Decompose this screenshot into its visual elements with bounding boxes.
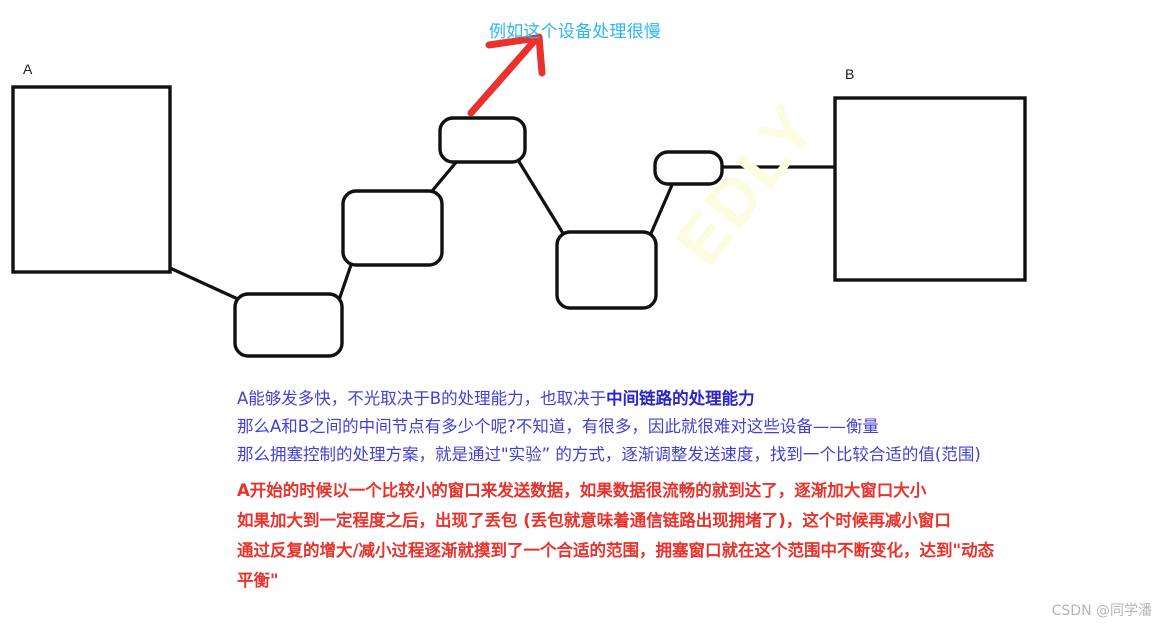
link-node4-node5 <box>647 183 674 240</box>
endpoint-b-label: B <box>845 66 855 82</box>
csdn-watermark: CSDN @同学潘 <box>1051 603 1152 619</box>
router-node-3-slow <box>438 116 527 164</box>
endpoint-box-a <box>11 85 172 274</box>
note-line-1: A能够发多快，不光取决于B的处理能力，也取决于中间链路的处理能力 <box>237 385 1162 413</box>
router-node-4 <box>555 230 658 310</box>
endpoint-box-b <box>833 96 1027 282</box>
router-node-1 <box>233 292 344 358</box>
arrow-barb-down <box>535 33 546 77</box>
endpoint-a-label: A <box>23 61 33 77</box>
note-line-1-emphasis: 中间链路的处理能力 <box>606 389 755 408</box>
router-nodes <box>233 116 724 358</box>
red-annotation-arrow <box>467 33 546 117</box>
note-line-2: 那么A和B之间的中间节点有多少个呢?不知道，有很多，因此就很难对这些设备——衡量 <box>237 417 879 436</box>
network-diagram <box>11 33 1027 358</box>
note-line-3: 那么拥塞控制的处理方案，就是通过"实验” 的方式，逐渐调整发送速度，找到一个比较… <box>237 445 981 464</box>
link-node1-node2 <box>337 260 354 302</box>
note-line-6: 通过反复的增大/减小过程逐渐就摸到了一个合适的范围，拥塞窗口就在这个范围中不断变… <box>237 541 995 560</box>
router-node-5 <box>653 150 724 186</box>
callout-annotation-label: 例如这个设备处理很慢 <box>489 22 661 42</box>
arrow-barb-left <box>485 34 541 49</box>
arrow-shaft <box>467 34 541 117</box>
diagram-links <box>168 158 842 302</box>
note-line-4: A开始的时候以一个比较小的窗口来发送数据，如果数据很流畅的就到达了，逐渐加大窗口… <box>237 481 927 500</box>
note-line-5: 如果加大到一定程度之后，出现了丢包 (丢包就意味着通信链路出现拥堵了)，这个时候… <box>237 511 951 530</box>
router-node-2 <box>341 189 444 267</box>
notes-text-block: A能够发多快，不光取决于B的处理能力，也取决于中间链路的处理能力 那么A和B之间… <box>237 385 1162 596</box>
note-line-7: 平衡" <box>237 571 279 590</box>
link-a-node1 <box>168 266 242 302</box>
note-line-1-normal: A能够发多快，不光取决于B的处理能力，也取决于 <box>237 389 607 408</box>
